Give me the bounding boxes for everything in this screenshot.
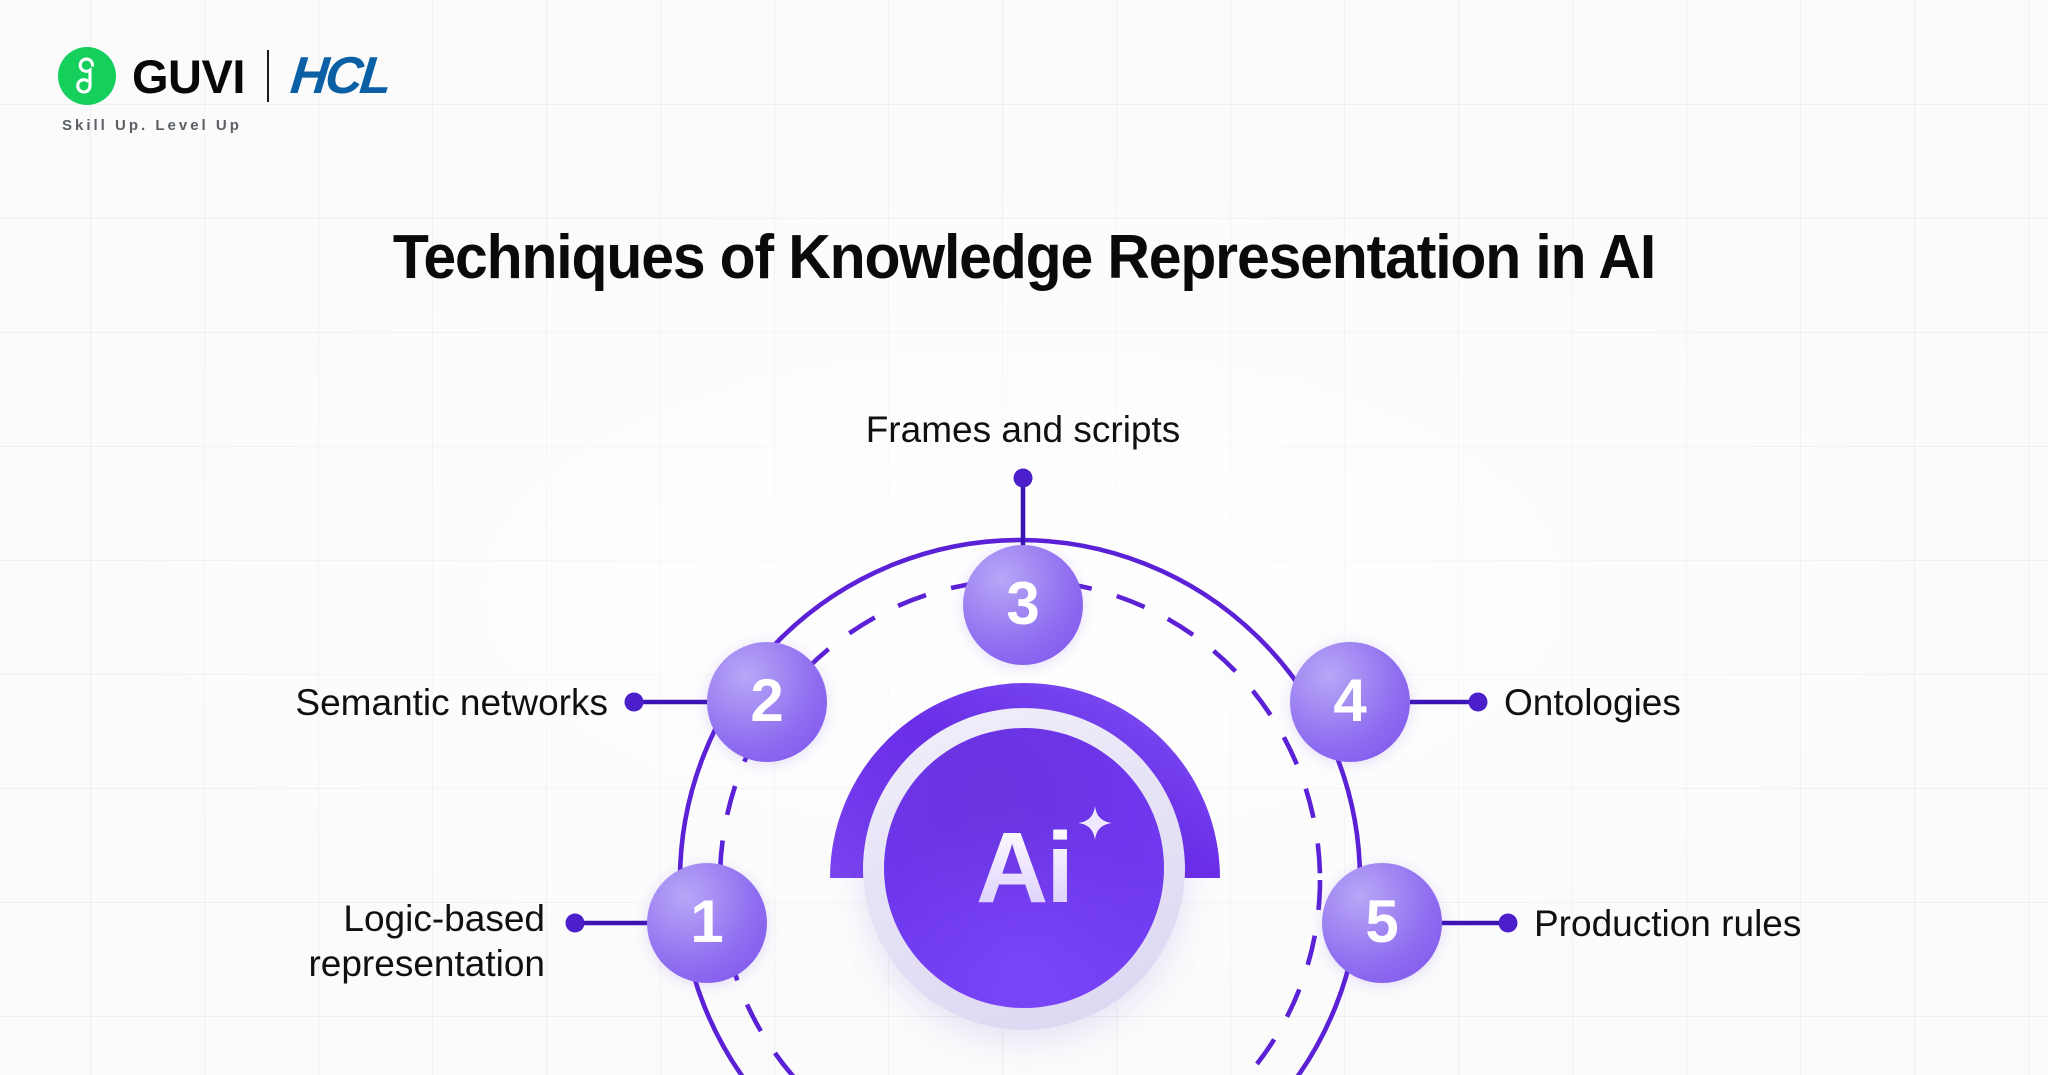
page-title: Techniques of Knowledge Representation i… bbox=[392, 223, 1656, 292]
node-circle-2[interactable]: 2 bbox=[707, 642, 827, 762]
center-ai-text: Ai bbox=[976, 812, 1074, 924]
guvi-logo-icon bbox=[58, 47, 116, 105]
node-number-5: 5 bbox=[1365, 887, 1399, 955]
node-label-4: Ontologies bbox=[1504, 682, 1681, 723]
connector-dot-1 bbox=[565, 913, 585, 933]
node-label-3: Frames and scripts bbox=[865, 409, 1181, 450]
node-circle-3[interactable]: 3 bbox=[963, 545, 1083, 665]
connector-dot-4 bbox=[1468, 692, 1488, 712]
center-ai-emblem: Ai bbox=[820, 660, 1220, 1060]
connector-dot-3 bbox=[1013, 468, 1033, 488]
connector-dot-2 bbox=[624, 692, 644, 712]
node-circle-5[interactable]: 5 bbox=[1322, 863, 1442, 983]
node-circle-4[interactable]: 4 bbox=[1290, 642, 1410, 762]
brand-lockup: GUVI HCL Skill Up. Level Up bbox=[58, 47, 392, 134]
four-point-star-icon bbox=[1078, 806, 1112, 840]
node-label-1: Logic-based representation bbox=[0, 896, 545, 986]
node-number-1: 1 bbox=[690, 887, 724, 955]
node-number-2: 2 bbox=[750, 666, 784, 734]
node-label-2: Semantic networks bbox=[295, 682, 608, 723]
connector-dot-5 bbox=[1498, 913, 1518, 933]
node-label-1-line1: Logic-based bbox=[343, 898, 545, 939]
node-number-3: 3 bbox=[1006, 569, 1040, 637]
brand-divider bbox=[266, 50, 269, 102]
node-label-5: Production rules bbox=[1534, 903, 1802, 944]
guvi-wordmark: GUVI bbox=[132, 49, 245, 103]
node-circle-1[interactable]: 1 bbox=[647, 863, 767, 983]
brand-tagline: Skill Up. Level Up bbox=[62, 117, 242, 134]
node-number-4: 4 bbox=[1333, 666, 1367, 734]
node-label-1-line2: representation bbox=[308, 943, 545, 985]
brand-row: GUVI HCL bbox=[58, 47, 392, 105]
center-core-circle: Ai bbox=[884, 728, 1164, 1008]
